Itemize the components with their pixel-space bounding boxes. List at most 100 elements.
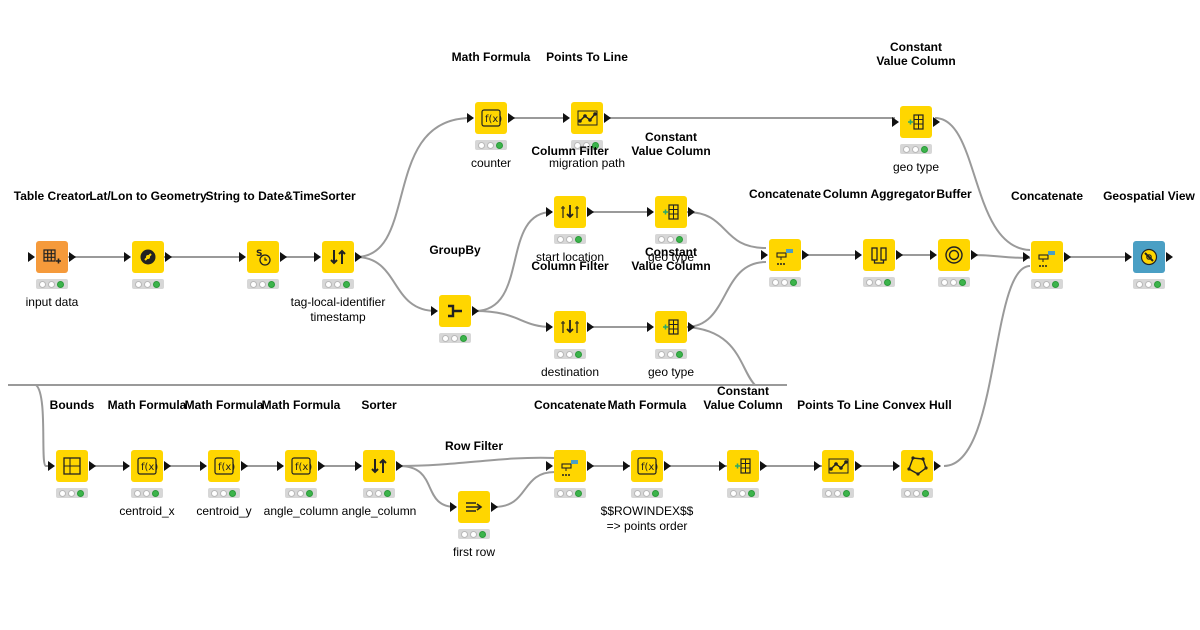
input-port[interactable] — [314, 252, 321, 262]
output-port[interactable] — [1064, 252, 1071, 262]
filter-icon — [554, 196, 586, 228]
output-port[interactable] — [760, 461, 767, 471]
output-port[interactable] — [934, 461, 941, 471]
input-port[interactable] — [355, 461, 362, 471]
table-icon — [36, 241, 68, 273]
status-indicator — [132, 279, 164, 289]
node-title: Constant Value Column — [631, 245, 711, 273]
node-title: Math Formula — [261, 398, 341, 412]
input-port[interactable] — [892, 117, 899, 127]
connection — [685, 211, 767, 249]
node-title: Sorter — [361, 398, 397, 412]
input-port[interactable] — [855, 250, 862, 260]
status-indicator — [56, 488, 88, 498]
node-title: Constant Value Column — [631, 130, 711, 158]
input-port[interactable] — [719, 461, 726, 471]
node-annotation: start location — [535, 250, 605, 264]
output-port[interactable] — [1166, 252, 1173, 262]
output-port[interactable] — [802, 250, 809, 260]
input-port[interactable] — [563, 113, 570, 123]
output-port[interactable] — [241, 461, 248, 471]
output-port[interactable] — [318, 461, 325, 471]
sort-icon — [322, 241, 354, 273]
buffer-icon — [938, 239, 970, 271]
node-title: GroupBy — [429, 243, 481, 257]
add-column-icon — [655, 311, 687, 343]
output-port[interactable] — [688, 207, 695, 217]
output-port[interactable] — [587, 461, 594, 471]
output-port[interactable] — [664, 461, 671, 471]
output-port[interactable] — [355, 252, 362, 262]
node-title: Concatenate — [1010, 189, 1084, 203]
output-port[interactable] — [164, 461, 171, 471]
output-port[interactable] — [587, 207, 594, 217]
status-indicator — [36, 279, 68, 289]
node-title: Convex Hull — [882, 398, 952, 412]
output-port[interactable] — [855, 461, 862, 471]
node-annotation: centroid_x — [119, 504, 175, 518]
node-title: Table Creator — [13, 189, 91, 203]
input-port[interactable] — [431, 306, 438, 316]
input-port[interactable] — [546, 207, 553, 217]
input-port[interactable] — [124, 252, 131, 262]
output-port[interactable] — [508, 113, 515, 123]
output-port[interactable] — [472, 306, 479, 316]
node-annotation: $$ROWINDEX$$ => points order — [600, 504, 694, 533]
input-port[interactable] — [893, 461, 900, 471]
input-port[interactable] — [277, 461, 284, 471]
output-port[interactable] — [896, 250, 903, 260]
points-line-icon — [822, 450, 854, 482]
connection — [398, 456, 556, 467]
node-title: Math Formula — [184, 398, 264, 412]
input-port[interactable] — [450, 502, 457, 512]
input-port[interactable] — [930, 250, 937, 260]
node-title: Sorter — [320, 189, 356, 203]
status-indicator — [285, 488, 317, 498]
status-indicator — [655, 349, 687, 359]
output-port[interactable] — [587, 322, 594, 332]
status-indicator — [1031, 279, 1063, 289]
status-indicator — [131, 488, 163, 498]
input-port[interactable] — [814, 461, 821, 471]
input-port[interactable] — [48, 461, 55, 471]
connection — [35, 384, 52, 467]
input-port[interactable] — [28, 252, 35, 262]
input-port[interactable] — [761, 250, 768, 260]
input-port[interactable] — [200, 461, 207, 471]
node-title: Bounds — [49, 398, 95, 412]
output-port[interactable] — [165, 252, 172, 262]
output-port[interactable] — [604, 113, 611, 123]
status-indicator — [247, 279, 279, 289]
input-port[interactable] — [1023, 252, 1030, 262]
output-port[interactable] — [69, 252, 76, 262]
groupby-icon — [439, 295, 471, 327]
status-indicator — [1133, 279, 1165, 289]
output-port[interactable] — [491, 502, 498, 512]
status-indicator — [727, 488, 759, 498]
status-indicator — [363, 488, 395, 498]
row-filter-icon — [458, 491, 490, 523]
input-port[interactable] — [623, 461, 630, 471]
output-port[interactable] — [396, 461, 403, 471]
input-port[interactable] — [647, 207, 654, 217]
output-port[interactable] — [688, 322, 695, 332]
node-annotation: geo type — [892, 160, 940, 174]
input-port[interactable] — [239, 252, 246, 262]
input-port[interactable] — [123, 461, 130, 471]
output-port[interactable] — [280, 252, 287, 262]
output-port[interactable] — [933, 117, 940, 127]
status-indicator — [901, 488, 933, 498]
input-port[interactable] — [546, 461, 553, 471]
connection — [474, 310, 553, 328]
connection — [685, 261, 767, 328]
input-port[interactable] — [1125, 252, 1132, 262]
node-annotation: angle_column — [263, 504, 339, 518]
node-title: Row Filter — [444, 439, 503, 453]
input-port[interactable] — [467, 113, 474, 123]
input-port[interactable] — [546, 322, 553, 332]
input-port[interactable] — [647, 322, 654, 332]
node-title: Math Formula — [107, 398, 187, 412]
output-port[interactable] — [89, 461, 96, 471]
output-port[interactable] — [971, 250, 978, 260]
